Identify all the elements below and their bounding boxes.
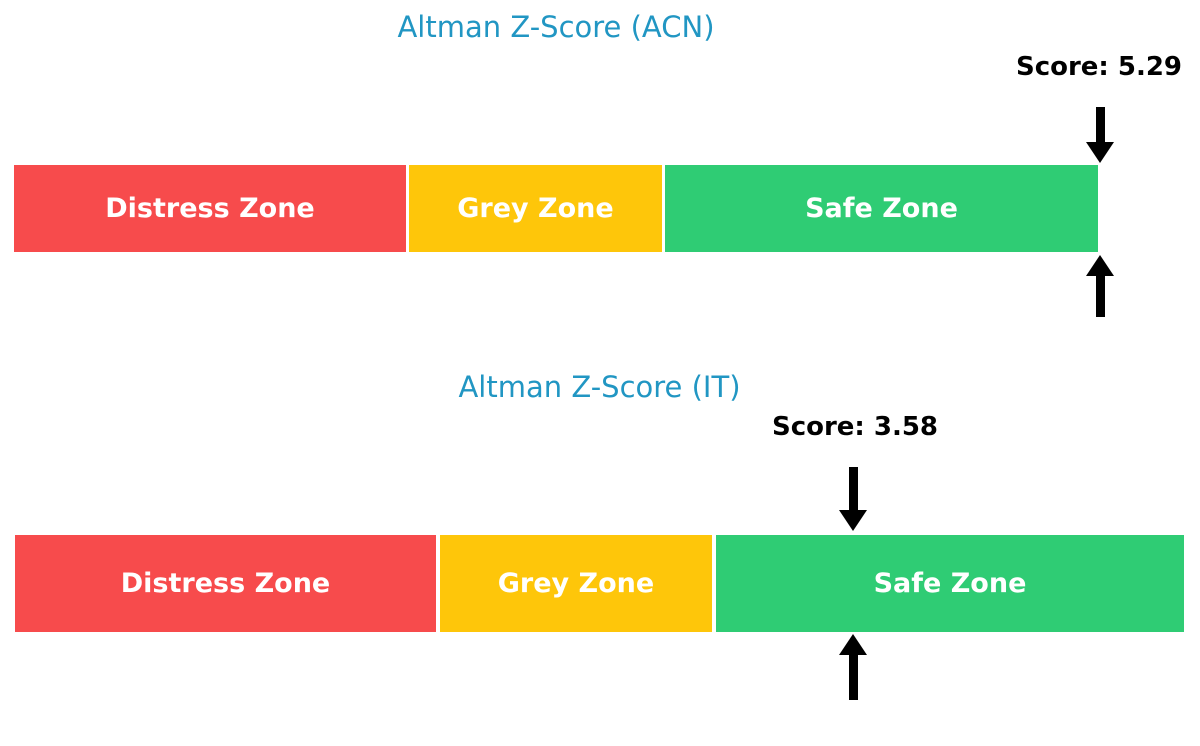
arrow-head-down-icon — [1086, 142, 1114, 163]
zone-grey: Grey Zone — [409, 165, 662, 252]
score-marker-arrow-down-acn — [1086, 107, 1114, 163]
zone-safe: Safe Zone — [665, 165, 1098, 252]
chart-title-acn: Altman Z-Score (ACN) — [397, 10, 715, 44]
zone-label: Safe Zone — [873, 568, 1027, 599]
score-marker-arrow-up-it — [839, 634, 867, 700]
zone-label: Distress Zone — [105, 193, 315, 224]
score-label-acn: Score: 5.29 — [1015, 52, 1183, 82]
zone-label: Grey Zone — [497, 568, 655, 599]
zone-label: Grey Zone — [457, 193, 614, 224]
zone-distress: Distress Zone — [14, 165, 406, 252]
zone-label: Safe Zone — [805, 193, 958, 224]
arrow-shaft — [848, 655, 858, 700]
zone-label: Distress Zone — [120, 568, 331, 599]
score-marker-arrow-up-acn — [1086, 255, 1114, 317]
arrow-head-down-icon — [839, 510, 867, 531]
zone-grey: Grey Zone — [440, 535, 712, 632]
arrow-head-up-icon — [839, 634, 867, 655]
zone-distress: Distress Zone — [15, 535, 436, 632]
arrow-shaft — [848, 467, 858, 510]
zone-safe: Safe Zone — [716, 535, 1184, 632]
zone-bar-it: Distress Zone Grey Zone Safe Zone — [0, 535, 1200, 632]
score-marker-arrow-down-it — [839, 467, 867, 531]
score-label-it: Score: 3.58 — [771, 412, 939, 442]
arrow-shaft — [1095, 276, 1105, 317]
arrow-head-up-icon — [1086, 255, 1114, 276]
zone-bar-acn: Distress Zone Grey Zone Safe Zone — [0, 165, 1200, 252]
chart-title-it: Altman Z-Score (IT) — [458, 370, 741, 404]
arrow-shaft — [1095, 107, 1105, 142]
